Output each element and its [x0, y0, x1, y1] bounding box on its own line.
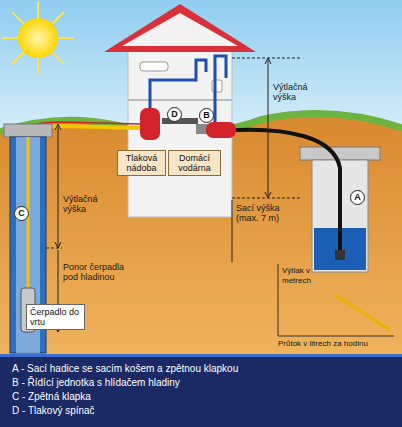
- part-label-box: Domácí vodárna: [168, 150, 221, 176]
- dimension-lines-part: [232, 200, 233, 262]
- dimension-lines-part: [265, 58, 271, 198]
- house-part: [140, 62, 168, 71]
- borehole-part: [4, 124, 52, 137]
- legend-line: D - Tlakový spínač: [12, 404, 390, 418]
- dimension-label: Sací výška (max. 7 m): [236, 203, 292, 223]
- legend-band-part: [0, 357, 402, 427]
- legend-band: [0, 354, 402, 427]
- performance-chart-part: [278, 336, 394, 337]
- callout-circle: C: [14, 206, 29, 221]
- sun: [2, 2, 74, 74]
- ground-part: [0, 114, 402, 358]
- sun-part: [18, 18, 58, 58]
- box-text: Domácí vodárna: [172, 153, 217, 173]
- box-text: Čerpadlo do vrtu: [30, 307, 81, 327]
- axis-label: Výtlak v metrech: [282, 266, 332, 286]
- dimension-label: Výtlačná výška: [273, 82, 333, 102]
- callout-letter: C: [18, 208, 25, 218]
- sun-part: [12, 12, 64, 64]
- legend-line: C - Zpětná klapka: [12, 390, 390, 404]
- dimension-lines-part: [58, 124, 59, 248]
- dimension-lines: [46, 58, 300, 332]
- dimension-label: Ponor čerpadla pod hladinou: [63, 262, 135, 282]
- ground: [0, 114, 402, 358]
- dimension-label: Výtlačná výška: [63, 194, 119, 214]
- part-label-box: Tlaková nádoba: [117, 150, 166, 176]
- domestic-pump: [206, 122, 236, 138]
- performance-chart-part: [278, 264, 279, 336]
- callout-letter: B: [203, 110, 210, 120]
- suction-hose-part: [335, 250, 345, 260]
- well-part: [300, 147, 380, 160]
- callout-circle: B: [199, 108, 214, 123]
- suction-hose: [236, 130, 345, 260]
- house-part: [122, 13, 238, 46]
- callout-circle: A: [350, 190, 365, 205]
- callout-circle: D: [167, 107, 182, 122]
- pressure-tank: [140, 108, 160, 140]
- domestic-pump-part: [206, 122, 236, 138]
- dimension-lines-part: [232, 198, 300, 199]
- dimension-lines-part: [268, 60, 269, 196]
- water-pipes-part: [150, 60, 206, 112]
- water-pipes: [150, 56, 226, 122]
- sun-part: [12, 12, 64, 64]
- legend-line: A - Sací hadice se sacím košem a zpětnou…: [12, 362, 390, 376]
- callout-letter: D: [171, 109, 178, 119]
- legend-line: B - Řídící jednotka s hlídačem hladiny: [12, 376, 390, 390]
- dimension-lines-part: [55, 124, 61, 248]
- pump-label-box: Čerpadlo do vrtu: [26, 304, 85, 330]
- pressure-tank-part: [140, 108, 160, 140]
- dimension-lines-part: [232, 58, 300, 59]
- axis-label: Průtok v litrech za hodinu: [278, 339, 368, 349]
- performance-chart-part: [334, 294, 390, 330]
- callout-letter: A: [354, 192, 361, 202]
- suction-hose-part: [236, 130, 340, 252]
- legend-band: A - Sací hadice se sacím košem a zpětnou…: [0, 357, 402, 427]
- house-part: [104, 4, 256, 52]
- water-pipes-part: [215, 56, 226, 122]
- box-text: Tlaková nádoba: [121, 153, 162, 173]
- performance-chart: [278, 264, 394, 336]
- dimension-lines-part: [46, 248, 62, 249]
- house: [104, 4, 256, 217]
